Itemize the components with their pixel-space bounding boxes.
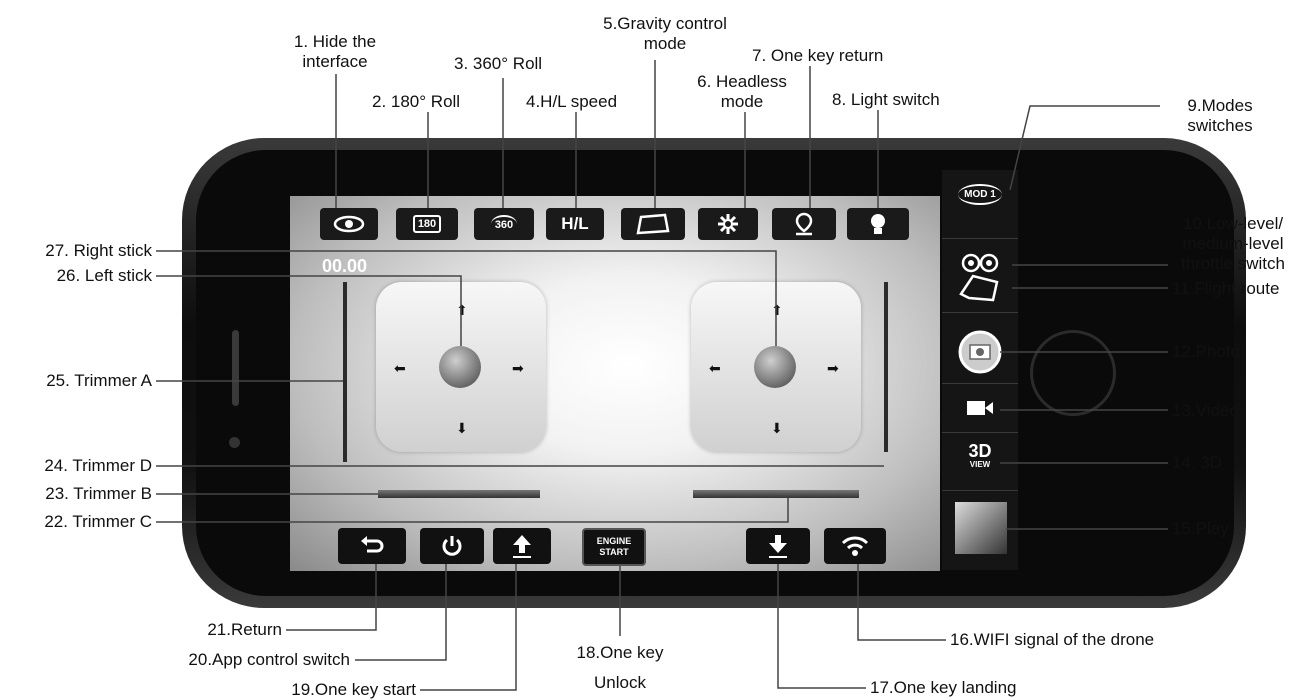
label-trimmer-c: 22. Trimmer C [0, 512, 152, 532]
label-hl-speed: 4.H/L speed [526, 92, 617, 112]
label-play: 15.Play [1172, 519, 1229, 539]
label-one-key-return: 7. One key return [752, 46, 883, 66]
label-180-roll: 2. 180° Roll [372, 92, 460, 112]
label-gravity-control: 5.Gravity control mode [590, 14, 740, 54]
label-return: 21.Return [130, 620, 282, 640]
label-headless-mode: 6. Headless mode [682, 72, 802, 112]
label-throttle-switch: 10.Low-level/ medium-level throttle swit… [1150, 214, 1316, 274]
label-360-roll: 3. 360° Roll [454, 54, 542, 74]
label-light-switch: 8. Light switch [832, 90, 940, 110]
label-modes-switches: 9.Modes switches [1160, 96, 1280, 136]
label-3d: 14. 3D [1172, 453, 1222, 473]
label-hide-interface: 1. Hide the interface [270, 32, 400, 72]
label-left-stick: 26. Left stick [0, 266, 152, 286]
label-trimmer-b: 23. Trimmer B [0, 484, 152, 504]
label-app-control-switch: 20.App control switch [100, 650, 350, 670]
label-one-key-start: 19.One key start [200, 680, 416, 700]
label-one-key-unlock: 18.One key Unlock [548, 638, 692, 698]
label-wifi-signal: 16.WIFI signal of the drone [950, 630, 1154, 650]
label-photo: 12.Photo [1172, 342, 1240, 362]
label-right-stick: 27. Right stick [0, 241, 152, 261]
label-trimmer-d: 24. Trimmer D [0, 456, 152, 476]
label-one-key-landing: 17.One key landing [870, 678, 1017, 698]
label-trimmer-a: 25. Trimmer A [0, 371, 152, 391]
label-flight-route: 11.Flight route [1172, 279, 1279, 299]
label-video: 13.Video [1172, 401, 1239, 421]
